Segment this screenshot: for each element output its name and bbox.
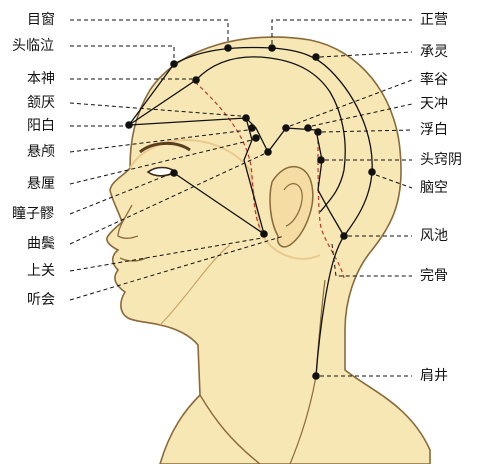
- label-xuanlu: 悬颅: [27, 144, 55, 160]
- label-hanyan: 颔厌: [27, 95, 55, 111]
- label-chengling: 承灵: [420, 44, 448, 60]
- point-fengchi[interactable]: [340, 232, 348, 240]
- label-tinghui: 听会: [27, 292, 55, 308]
- point-tongziliao[interactable]: [170, 169, 178, 177]
- point-tianchong[interactable]: [304, 124, 312, 132]
- label-shangguan: 上关: [27, 263, 55, 279]
- point-yangbai[interactable]: [125, 121, 133, 129]
- label-benshen: 本神: [27, 71, 55, 87]
- label-muchuang: 目窗: [27, 12, 55, 28]
- label-tongziliao: 瞳子髎: [12, 206, 54, 222]
- point-fubai[interactable]: [314, 128, 322, 136]
- head-silhouette: [107, 37, 430, 464]
- label-yangbai: 阳白: [27, 118, 55, 134]
- point-naokong[interactable]: [368, 168, 376, 176]
- label-jianjing: 肩井: [420, 368, 448, 384]
- point-hanyan[interactable]: [242, 114, 250, 122]
- label-xuanli: 悬厘: [27, 176, 55, 192]
- point-touqiaoyin[interactable]: [317, 156, 325, 164]
- label-tianchong: 天冲: [420, 96, 448, 112]
- point-zhengying[interactable]: [268, 44, 276, 52]
- point-jianjing[interactable]: [312, 372, 320, 380]
- point-benshen[interactable]: [192, 76, 200, 84]
- point-toulinqi[interactable]: [170, 60, 178, 68]
- label-fubai: 浮白: [420, 122, 448, 138]
- label-touqiaoyin: 头窍阴: [420, 152, 462, 168]
- point-chengling[interactable]: [312, 53, 320, 61]
- label-fengchi: 风池: [420, 228, 448, 244]
- point-shuaigu[interactable]: [282, 124, 290, 132]
- point-qubin[interactable]: [264, 148, 272, 156]
- label-naokong: 脑空: [420, 180, 448, 196]
- label-toulinqi: 头临泣: [12, 38, 54, 54]
- label-wangu: 完骨: [420, 268, 448, 284]
- point-xuanlu[interactable]: [248, 124, 256, 132]
- leader-muchuang: [70, 20, 228, 44]
- point-muchuang[interactable]: [224, 44, 232, 52]
- label-qubin: 曲鬓: [27, 236, 55, 252]
- label-shuaigu: 率谷: [420, 72, 448, 88]
- point-shangguan[interactable]: [260, 230, 268, 238]
- leader-toulinqi: [70, 46, 174, 60]
- point-xuanli[interactable]: [252, 134, 260, 142]
- label-zhengying: 正营: [420, 12, 448, 28]
